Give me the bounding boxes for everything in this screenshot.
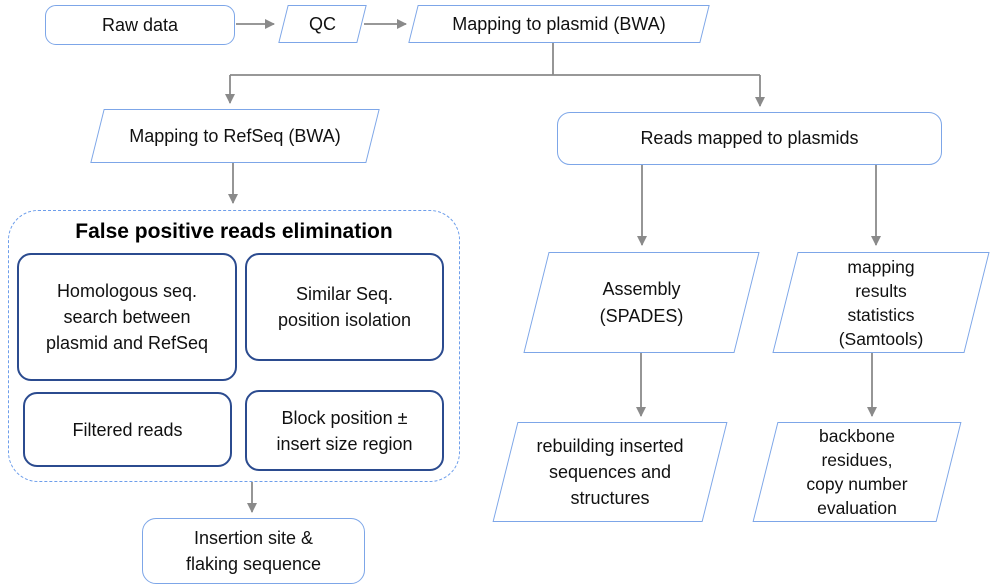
node-block-position: Block position ± insert size region — [245, 390, 444, 471]
node-mapping-to-plasmid-label: Mapping to plasmid (BWA) — [452, 13, 666, 34]
node-raw-data-label: Raw data — [101, 14, 179, 35]
node-reads-mapped-to-plasmids: Reads mapped to plasmids — [557, 112, 942, 165]
node-qc: QC — [278, 5, 367, 43]
node-mapping-to-refseq-label: Mapping to RefSeq (BWA) — [129, 125, 341, 146]
node-similar-seq-isolation: Similar Seq. position isolation — [245, 253, 444, 361]
node-homologous-label: Homologous seq. search between plasmid a… — [45, 281, 209, 353]
node-block-position-label: Block position ± insert size region — [276, 407, 413, 454]
node-backbone-evaluation: backbone residues, copy number evaluatio… — [752, 422, 962, 522]
node-mapping-results-statistics: mapping results statistics (Samtools) — [772, 252, 990, 353]
node-assembly-label: Assembly (SPADES) — [599, 278, 684, 326]
node-insertion-site-label: Insertion site & flaking sequence — [185, 528, 322, 574]
node-raw-data: Raw data — [45, 5, 235, 45]
node-mapping-to-plasmid: Mapping to plasmid (BWA) — [408, 5, 710, 43]
node-reads-mapped-label: Reads mapped to plasmids — [640, 128, 859, 148]
node-filtered-label: Filtered reads — [72, 419, 183, 440]
node-backbone-label: backbone residues, copy number evaluatio… — [806, 426, 908, 518]
false-positive-group-title: False positive reads elimination — [75, 220, 393, 243]
node-mapping-to-refseq: Mapping to RefSeq (BWA) — [90, 109, 380, 163]
node-homologous-seq-search: Homologous seq. search between plasmid a… — [17, 253, 237, 381]
node-samtools-label: mapping results statistics (Samtools) — [838, 256, 924, 349]
node-rebuilding-inserted: rebuilding inserted sequences and struct… — [492, 422, 728, 522]
node-insertion-site: Insertion site & flaking sequence — [142, 518, 365, 584]
node-filtered-reads: Filtered reads — [23, 392, 232, 467]
node-assembly-spades: Assembly (SPADES) — [523, 252, 760, 353]
node-similar-label: Similar Seq. position isolation — [277, 284, 412, 330]
node-qc-label: QC — [309, 13, 336, 34]
node-rebuilding-label: rebuilding inserted sequences and struct… — [536, 436, 684, 508]
